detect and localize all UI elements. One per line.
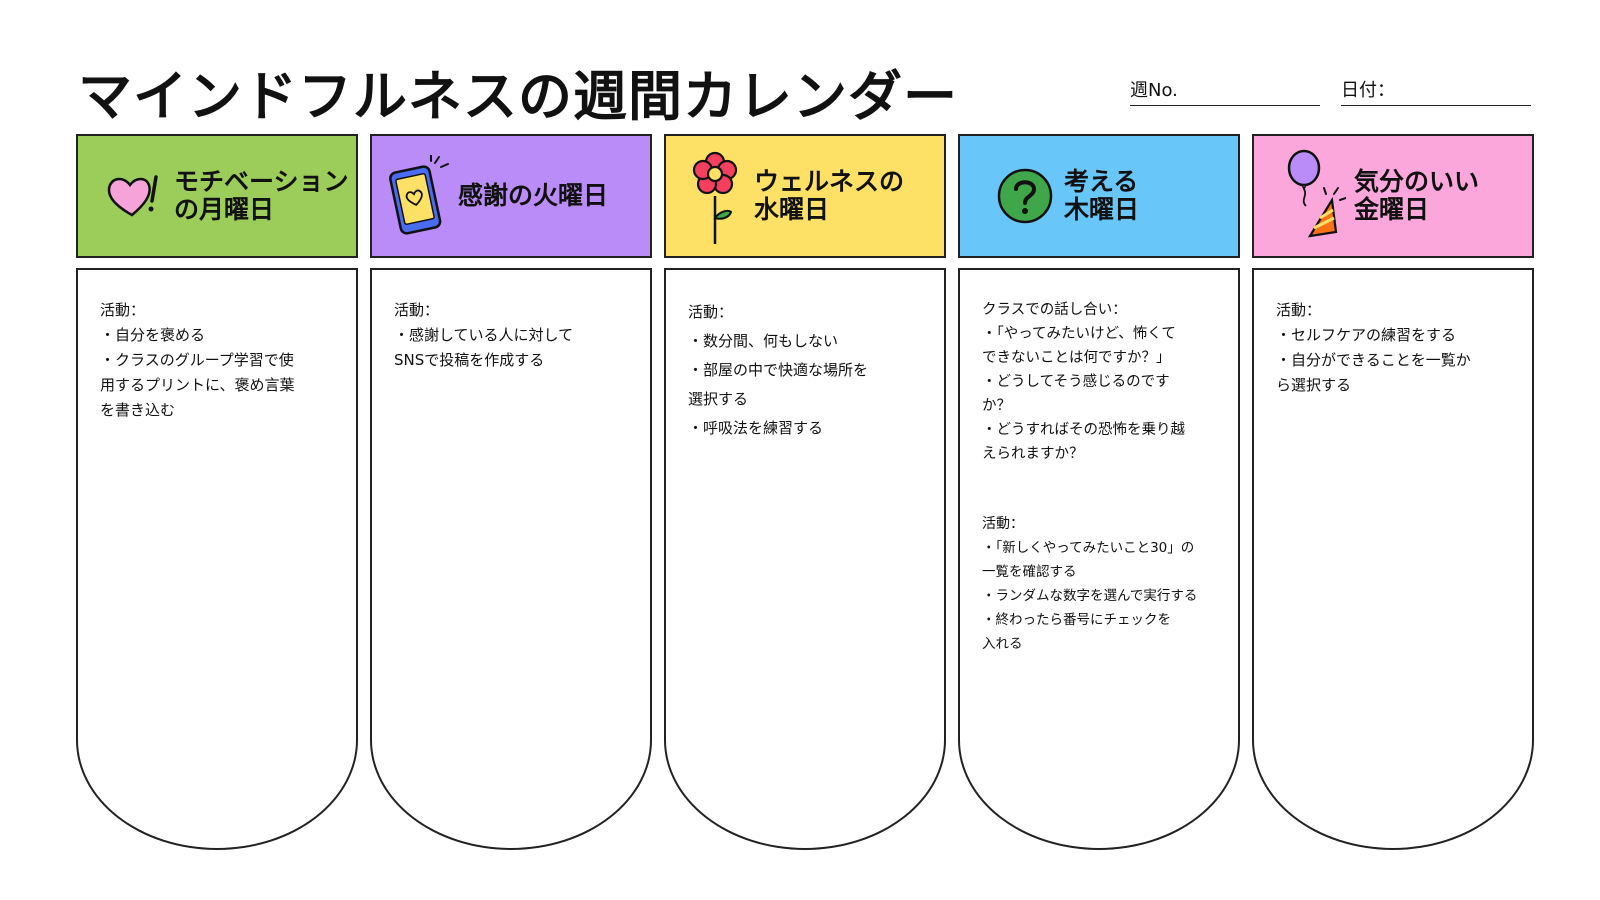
wednesday-activity-heading: 活動： bbox=[688, 303, 734, 321]
list-item: ・終わったら番号にチェックを 入れる bbox=[982, 612, 1171, 652]
friday-label: 気分のいい 金曜日 bbox=[1354, 167, 1480, 224]
list-item: ・どうしてそう感じるのです か？ bbox=[982, 374, 1170, 414]
thursday-header: 考える 木曜日 bbox=[958, 134, 1240, 258]
list-item: ・数分間、何もしない bbox=[688, 332, 839, 350]
list-item: ・感謝している人に対して SNSで投稿を作成する bbox=[394, 326, 574, 369]
tuesday-label: 感謝の火曜日 bbox=[458, 181, 609, 210]
flower-icon bbox=[682, 151, 748, 244]
thursday-column: 考える 木曜日 クラスでの話し合い： ・「やってみたいけど、怖くて できないこと… bbox=[958, 134, 1240, 850]
thursday-label: 考える 木曜日 bbox=[1064, 167, 1140, 224]
list-item: ・セルフケアの練習をする bbox=[1276, 326, 1457, 344]
friday-activity-heading: 活動： bbox=[1276, 301, 1322, 319]
thursday-card: クラスでの話し合い： ・「やってみたいけど、怖くて できないことは何ですか？」 … bbox=[958, 268, 1240, 850]
wednesday-card: 活動： ・数分間、何もしない ・部屋の中で快適な場所を 選択する ・呼吸法を練習… bbox=[664, 268, 946, 850]
list-item: ・部屋の中で快適な場所を 選択する bbox=[688, 361, 869, 408]
monday-column: モチベーション の月曜日 活動： ・自分を褒める ・クラスのグループ学習で使 用… bbox=[76, 134, 358, 850]
thursday-discussion-heading: クラスでの話し合い： bbox=[982, 302, 1127, 318]
heart-exclamation-icon bbox=[102, 151, 168, 241]
list-item: ・「やってみたいけど、怖くて できないことは何ですか？」 bbox=[982, 326, 1176, 366]
tuesday-activity-heading: 活動： bbox=[394, 301, 440, 319]
date-field[interactable]: 日付： bbox=[1341, 80, 1531, 106]
week-number-field[interactable]: 週No. bbox=[1130, 80, 1320, 106]
tuesday-card: 活動： ・感謝している人に対して SNSで投稿を作成する bbox=[370, 268, 652, 850]
question-icon bbox=[992, 151, 1058, 241]
page-title: マインドフルネスの週間カレンダー bbox=[78, 65, 958, 128]
tuesday-header: 感謝の火曜日 bbox=[370, 134, 652, 258]
list-item: ・ランダムな数字を選んで実行する bbox=[982, 588, 1198, 604]
wednesday-column: ウェルネスの 水曜日 活動： ・数分間、何もしない ・部屋の中で快適な場所を 選… bbox=[664, 134, 946, 850]
smartphone-heart-icon bbox=[386, 151, 452, 241]
monday-activity-heading: 活動： bbox=[100, 301, 146, 319]
monday-card: 活動： ・自分を褒める ・クラスのグループ学習で使 用するプリントに、褒め言葉 … bbox=[76, 268, 358, 850]
wednesday-label: ウェルネスの 水曜日 bbox=[754, 167, 905, 224]
friday-card: 活動： ・セルフケアの練習をする ・自分ができることを一覧か ら選択する bbox=[1252, 268, 1534, 850]
list-item: ・自分を褒める bbox=[100, 326, 206, 344]
monday-header: モチベーション の月曜日 bbox=[76, 134, 358, 258]
list-item: ・クラスのグループ学習で使 用するプリントに、褒め言葉 を書き込む bbox=[100, 351, 295, 419]
list-item: ・自分ができることを一覧か ら選択する bbox=[1276, 351, 1471, 394]
monday-label: モチベーション の月曜日 bbox=[174, 167, 349, 224]
friday-header: 気分のいい 金曜日 bbox=[1252, 134, 1534, 258]
wednesday-header: ウェルネスの 水曜日 bbox=[664, 134, 946, 258]
list-item: ・呼吸法を練習する bbox=[688, 419, 824, 437]
week-number-label: 週No. bbox=[1130, 80, 1178, 101]
list-item: ・「新しくやってみたいこと30」の 一覧を確認する bbox=[982, 540, 1195, 580]
date-label: 日付： bbox=[1341, 80, 1395, 101]
thursday-activity-heading: 活動： bbox=[982, 516, 1024, 532]
tuesday-column: 感謝の火曜日 活動： ・感謝している人に対して SNSで投稿を作成する bbox=[370, 134, 652, 850]
list-item: ・どうすればその恐怖を乗り越 えられますか？ bbox=[982, 422, 1185, 462]
friday-column: 気分のいい 金曜日 活動： ・セルフケアの練習をする ・自分ができることを一覧か… bbox=[1252, 134, 1534, 850]
balloon-party-hat-icon bbox=[1282, 149, 1348, 241]
